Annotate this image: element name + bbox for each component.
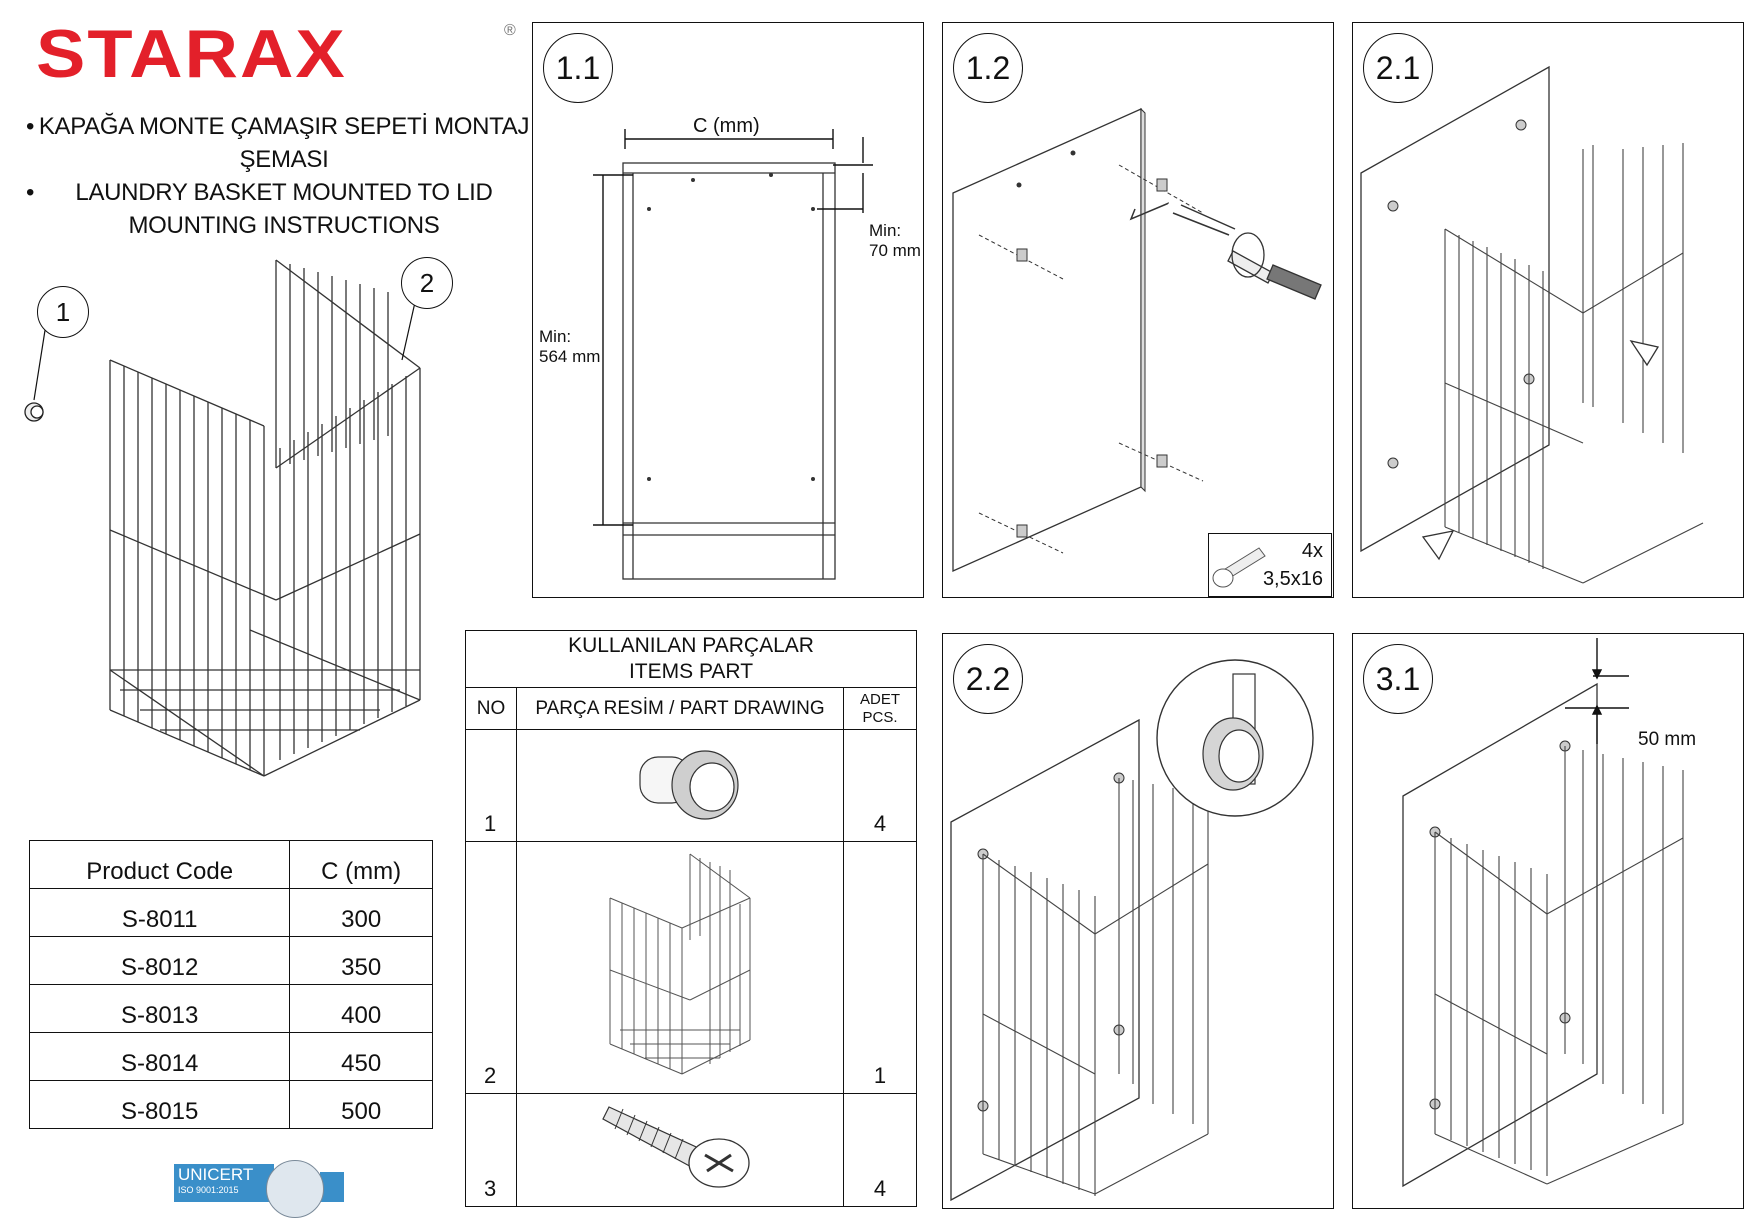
lid-screw-drawing xyxy=(952,107,1322,573)
basket-illustration xyxy=(109,259,421,777)
step-1-2-number: 1.2 xyxy=(953,33,1023,103)
screw-quantity: 4x xyxy=(1301,540,1323,562)
screw-spec-box: 4x 3,5x16 xyxy=(1208,533,1332,597)
screw-icon xyxy=(602,1106,750,1188)
product-code: S-8014 xyxy=(28,1032,291,1081)
step-2-2-number: 2.2 xyxy=(953,644,1023,714)
callout-2: 2 xyxy=(401,257,453,309)
part-pcs: 4 xyxy=(843,1093,917,1207)
cert-tail xyxy=(320,1172,344,1202)
step-3-1-panel: 3.1 50 mm xyxy=(1352,633,1744,1209)
basket-side-wires xyxy=(275,367,421,760)
min-side-prefix: Min: xyxy=(539,327,572,346)
product-table-header: Product Code C (mm) xyxy=(28,840,433,889)
screw-size: 3,5x16 xyxy=(1262,568,1323,590)
col-no: NO xyxy=(465,687,517,730)
part-drawing-knob xyxy=(516,729,844,842)
cert-standard: ISO 9001:2015 xyxy=(178,1185,239,1195)
unicert-label: UNICERT ISO 9001:2015 xyxy=(174,1164,274,1202)
col-pcs: ADET PCS. xyxy=(843,687,917,730)
c-value: 450 xyxy=(289,1032,433,1081)
c-value: 350 xyxy=(289,936,433,985)
parts-title-tr: KULLANILAN PARÇALAR xyxy=(568,634,814,657)
col-pcs-en: PCS. xyxy=(862,708,898,726)
part-no: 3 xyxy=(465,1093,517,1207)
exploded-basket-drawing xyxy=(24,259,421,777)
part-no: 2 xyxy=(465,841,517,1094)
step-1-2-panel: 1.2 xyxy=(942,22,1334,598)
cert-name: UNICERT xyxy=(178,1165,254,1184)
parts-table: KULLANILAN PARÇALAR ITEMS PART NO PARÇA … xyxy=(465,630,917,1207)
c-value: 300 xyxy=(289,888,433,937)
knob-icon xyxy=(639,749,739,820)
knob-illustration xyxy=(24,402,44,422)
step-3-1-number: 3.1 xyxy=(1363,644,1433,714)
screw-spec-icon xyxy=(1212,547,1266,588)
offset-label: 50 mm xyxy=(1638,729,1697,750)
min-top-value: 70 mm xyxy=(869,241,921,260)
title-english: LAUNDRY BASKET MOUNTED TO LID MOUNTING I… xyxy=(20,176,530,242)
document-title: KAPAĞA MONTE ÇAMAŞIR SEPETİ MONTAJ ŞEMAS… xyxy=(20,110,530,242)
dimension-c-label: C (mm) xyxy=(693,115,760,137)
step-1-1-number: 1.1 xyxy=(543,33,613,103)
table-row: 3 4 xyxy=(465,1093,917,1207)
part-no: 1 xyxy=(465,729,517,842)
c-value: 500 xyxy=(289,1080,433,1129)
eagle-seal-icon xyxy=(266,1160,324,1218)
table-row: 1 4 xyxy=(465,729,917,842)
product-code: S-8013 xyxy=(28,984,291,1033)
callout-1: 1 xyxy=(37,286,89,338)
brand-logo: STARAX ® xyxy=(36,15,516,92)
cabinet-dimension-drawing xyxy=(593,129,873,580)
product-code: S-8012 xyxy=(28,936,291,985)
c-value: 400 xyxy=(289,984,433,1033)
min-top-prefix: Min: xyxy=(869,221,902,240)
step-2-2-panel: 2.2 xyxy=(942,633,1334,1209)
header-product-code: Product Code xyxy=(28,840,291,889)
basket-base-grid xyxy=(109,629,421,777)
header-c-mm: C (mm) xyxy=(289,840,433,889)
min-side-value: 564 mm xyxy=(539,347,601,366)
col-drawing: PARÇA RESİM / PART DRAWING xyxy=(516,687,844,730)
registered-mark: ® xyxy=(504,22,516,39)
step-1-1-panel: 1.1 C (mm) Min: 70 xyxy=(532,22,924,598)
parts-title-en: ITEMS PART xyxy=(628,660,754,683)
step-2-1-number: 2.1 xyxy=(1363,33,1433,103)
table-row: 2 1 xyxy=(465,841,917,1094)
basket-back-wires xyxy=(275,259,421,468)
part-drawing-screw xyxy=(516,1093,844,1207)
title-turkish: KAPAĞA MONTE ÇAMAŞIR SEPETİ MONTAJ ŞEMAS… xyxy=(20,110,530,176)
parts-table-title: KULLANILAN PARÇALAR ITEMS PART xyxy=(465,630,917,688)
basket-icon xyxy=(609,853,751,1074)
basket-hanging-drawing xyxy=(1360,65,1704,584)
basket-mounted-drawing xyxy=(950,659,1314,1202)
part-drawing-basket xyxy=(516,841,844,1094)
min-564-label: Min: 564 mm xyxy=(539,327,600,367)
basket-front-wires xyxy=(109,359,421,777)
height-offset-drawing xyxy=(1402,638,1684,1188)
col-pcs-tr: ADET xyxy=(859,690,900,708)
part-pcs: 1 xyxy=(843,841,917,1094)
part-pcs: 4 xyxy=(843,729,917,842)
step-2-1-panel: 2.1 xyxy=(1352,22,1744,598)
screwdriver-illustration xyxy=(1227,232,1322,300)
min-70-label: Min: 70 mm xyxy=(869,221,921,261)
product-code: S-8015 xyxy=(28,1080,291,1129)
logo-text: STARAX xyxy=(36,15,347,92)
certification-badge: UNICERT ISO 9001:2015 xyxy=(174,1160,346,1218)
product-code: S-8011 xyxy=(28,888,291,937)
